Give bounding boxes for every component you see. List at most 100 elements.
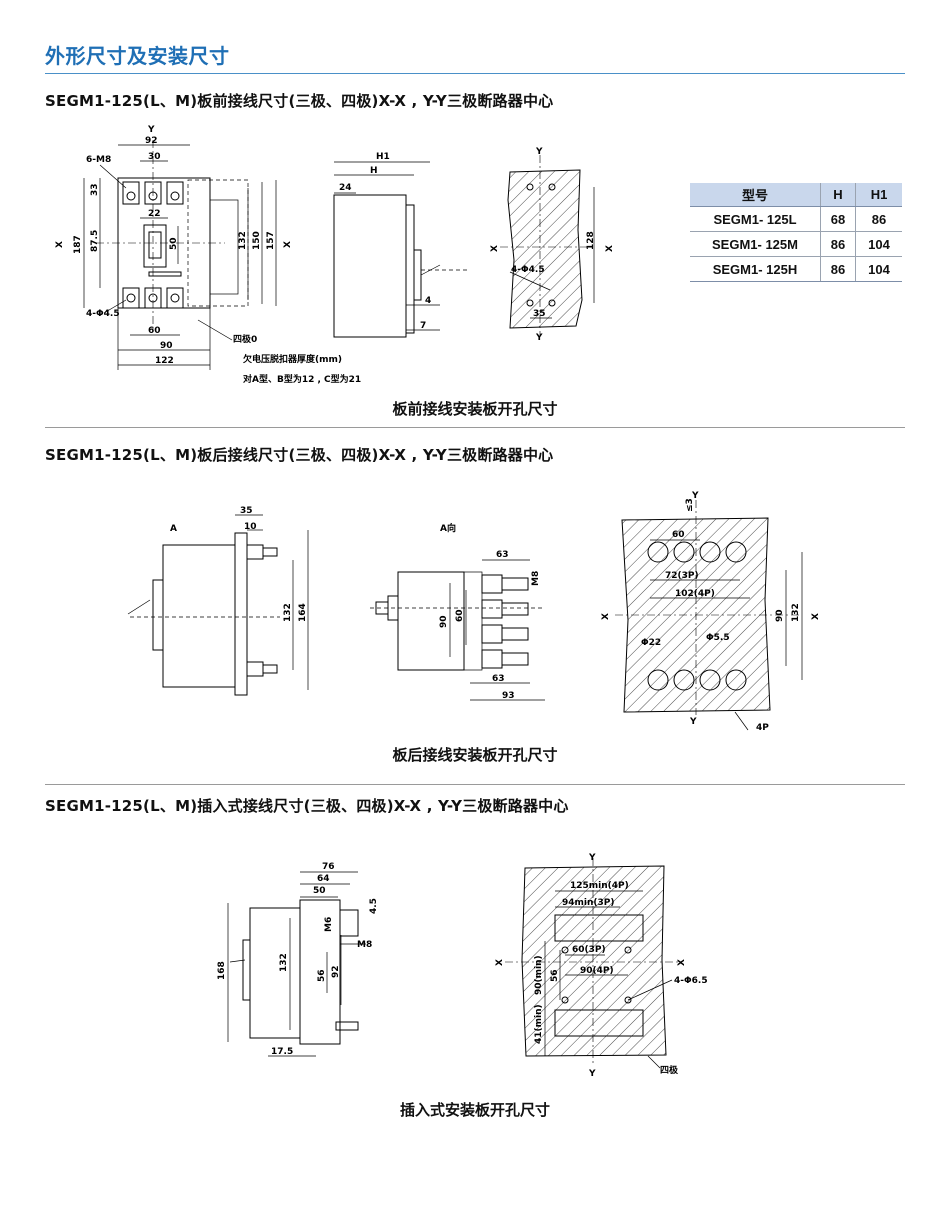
table-row: SEGM1- 125M 86 104	[690, 231, 902, 257]
dim-label: 132	[238, 231, 248, 250]
section-1-caption: 板前接线安装板开孔尺寸	[392, 400, 558, 418]
dim-label: Φ22	[641, 638, 661, 648]
dim-label: 41(min)	[534, 1004, 544, 1044]
dim-label: 72(3P)	[665, 571, 699, 581]
dim-label: 164	[298, 603, 308, 622]
section-2-caption: 板后接线安装板开孔尺寸	[392, 746, 558, 764]
column-header: H	[820, 183, 856, 207]
dim-label: 92	[331, 965, 341, 978]
section-3-heading: SEGM1-125(L、M)插入式接线尺寸(三极、四极)X-X , Y-Y三极断…	[45, 797, 569, 815]
model-cell: SEGM1- 125L	[690, 206, 821, 232]
table-row: SEGM1- 125H 86 104	[690, 256, 902, 282]
dim-label: 125min(4P)	[570, 881, 629, 891]
section-2-heading: SEGM1-125(L、M)板后接线尺寸(三极、四极)X-X , Y-Y三极断路…	[45, 446, 554, 464]
dim-label: 50	[169, 237, 179, 250]
dim-label: 4-Φ6.5	[674, 976, 708, 986]
plugin-panel-cutout-drawing: Y 125min(4P) 94min(3P) X 60(3P) X 90(min…	[495, 853, 708, 1079]
dim-label: Y	[691, 491, 699, 501]
dim-label: M8	[357, 940, 372, 950]
dim-label: Y	[588, 1069, 596, 1079]
dim-label: 6-M8	[86, 155, 111, 165]
dim-label: 63	[492, 674, 505, 684]
dim-label: 60	[672, 530, 685, 540]
dim-label: Y	[588, 853, 596, 863]
plugin-side-view-drawing: 76 64 50 4.5 M6 M8 168 132 56 92 17.5	[217, 862, 379, 1057]
dim-label: 94min(3P)	[562, 898, 614, 908]
table-header-row: 型号 H H1	[690, 183, 902, 207]
dim-label: A向	[440, 522, 456, 534]
column-header: H1	[855, 183, 902, 207]
dim-label: Y	[689, 717, 697, 727]
h1-cell: 104	[855, 256, 902, 282]
dim-label: 63	[496, 550, 509, 560]
dim-label: 24	[339, 183, 352, 193]
dim-label: 76	[322, 862, 335, 872]
dim-label: Y	[535, 333, 543, 343]
dim-label: 33	[90, 183, 100, 196]
dim-label: 64	[317, 874, 330, 884]
dim-label: 92	[145, 136, 158, 146]
dim-label: ≤3	[685, 498, 695, 512]
h-cell: 86	[820, 231, 856, 257]
dim-label: 90(4P)	[580, 966, 614, 976]
dim-label: 56	[550, 969, 560, 982]
dim-label: 132	[283, 603, 293, 622]
section-1-heading: SEGM1-125(L、M)板前接线尺寸(三极、四极)X-X , Y-Y三极断路…	[45, 92, 554, 110]
dim-label: M8	[531, 571, 541, 586]
column-header: 型号	[690, 183, 821, 207]
dim-label: X	[55, 241, 65, 248]
dim-label: 132	[279, 953, 289, 972]
rear-panel-cutout-drawing: Y ≤3 60 72(3P) 102(4P) X 90 132 X Φ22 Φ5…	[601, 491, 821, 733]
dim-label: 四极	[660, 1064, 679, 1076]
dim-label: 90	[160, 341, 173, 351]
title-divider	[45, 73, 905, 74]
dim-label: H	[370, 166, 378, 176]
section-divider	[45, 784, 905, 785]
dim-label: 35	[240, 506, 253, 516]
dim-label: 128	[586, 231, 596, 250]
dim-label: 四极0	[233, 333, 257, 345]
a-view-drawing: A向 63 M8 90 60 63 93	[370, 522, 545, 701]
dim-label: X	[283, 241, 293, 248]
dim-label: 102(4P)	[675, 589, 715, 599]
panel-cutout-drawing: Y X 128 X 4-Φ4.5 35 Y	[490, 147, 615, 343]
dim-label: 10	[244, 522, 257, 532]
dim-label: 93	[502, 691, 515, 701]
dim-label: Y	[535, 147, 543, 157]
dim-label: 157	[266, 231, 276, 250]
dim-label: 60(3P)	[572, 945, 606, 955]
dim-label: Φ5.5	[706, 633, 730, 643]
h1-cell: 104	[855, 231, 902, 257]
dim-label: X	[605, 245, 615, 252]
model-cell: SEGM1- 125M	[690, 231, 821, 257]
dim-label: 56	[317, 969, 327, 982]
dim-label: 132	[791, 603, 801, 622]
dim-label: 90(min)	[534, 955, 544, 995]
dim-label: 90	[775, 609, 785, 622]
model-dimension-table: 型号 H H1 SEGM1- 125L 68 86 SEGM1- 125M 86…	[690, 183, 902, 282]
dim-label: 35	[533, 309, 546, 319]
dim-label: 4-Φ4.5	[511, 265, 545, 275]
dim-label: 87.5	[90, 230, 100, 252]
dim-label: 50	[313, 886, 326, 896]
dim-label: X	[490, 245, 500, 252]
dim-label: 4P	[756, 723, 769, 733]
dim-label: 22	[148, 209, 161, 219]
dim-label: 90	[439, 615, 449, 628]
dim-label: 60	[455, 609, 465, 622]
dim-label: M6	[324, 917, 334, 932]
dim-label: 168	[217, 961, 227, 980]
section-divider	[45, 427, 905, 428]
model-cell: SEGM1- 125H	[690, 256, 821, 282]
dim-label: X	[677, 959, 687, 966]
dim-label: A	[170, 524, 177, 534]
dim-label: 7	[420, 321, 426, 331]
rear-side-view-drawing: A 35 10 132 164	[127, 506, 309, 696]
dim-label: 4.5	[369, 898, 379, 914]
note-text: 欠电压脱扣器厚度(mm)	[243, 353, 342, 365]
table-row: SEGM1- 125L 68 86	[690, 206, 902, 232]
dim-label: 30	[148, 152, 161, 162]
dim-label: 4-Φ4.5	[86, 309, 120, 319]
front-view-drawing: Y 92 30 6-M8 33 22 X 187 87.5 50 132 150…	[55, 125, 361, 385]
dim-label: X	[601, 613, 611, 620]
